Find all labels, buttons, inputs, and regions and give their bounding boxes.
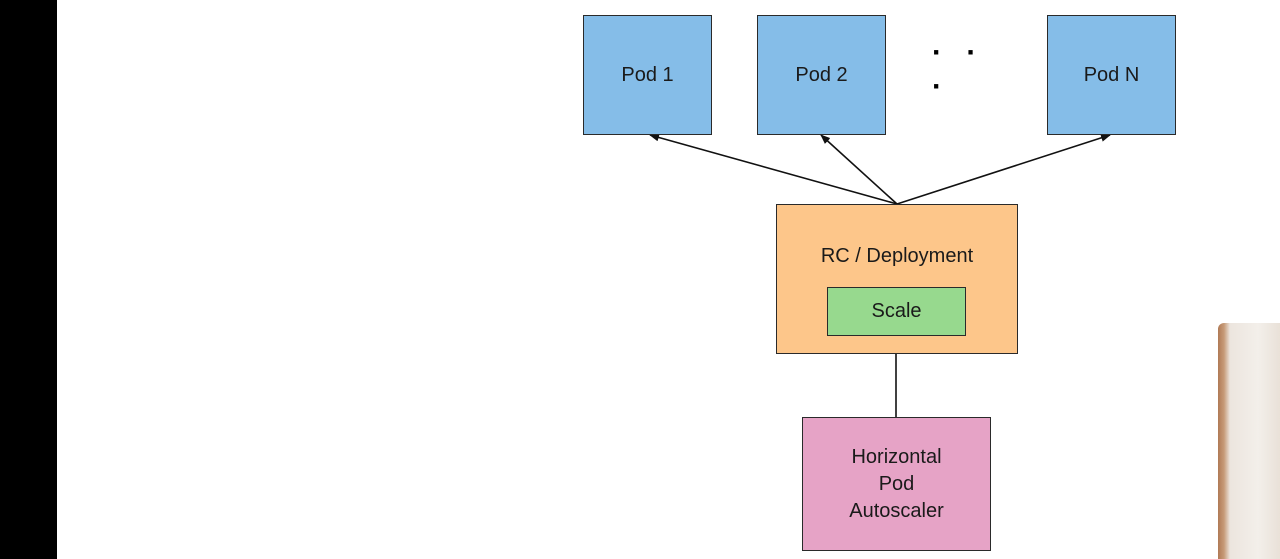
- pod-2-label: Pod 2: [795, 63, 848, 86]
- autoscaler-label-line-3: Autoscaler: [849, 499, 944, 522]
- arrow-rc-to-pod-n: [896, 133, 1111, 205]
- autoscaler-label-line-2: Pod: [878, 472, 915, 495]
- scale-box: Scale: [827, 287, 966, 336]
- letterbox-left: [0, 0, 57, 559]
- ellipsis: · · ·: [932, 36, 985, 103]
- pod-1-label: Pod 1: [621, 63, 674, 86]
- arrow-rc-to-pod-2: [820, 134, 898, 205]
- pod-n-box: Pod N: [1047, 15, 1176, 135]
- pod-n-label: Pod N: [1083, 63, 1140, 86]
- autoscaler-label-line-1: Horizontal: [851, 445, 942, 468]
- arrow-rc-to-pod-1: [649, 133, 898, 205]
- pod-2-box: Pod 2: [757, 15, 886, 135]
- presenter-webcam-overlay: [1218, 323, 1280, 559]
- rc-deployment-label: RC / Deployment: [820, 245, 974, 267]
- pod-1-box: Pod 1: [583, 15, 712, 135]
- horizontal-pod-autoscaler-box: Horizontal Pod Autoscaler: [802, 417, 991, 551]
- scale-label: Scale: [871, 300, 922, 322]
